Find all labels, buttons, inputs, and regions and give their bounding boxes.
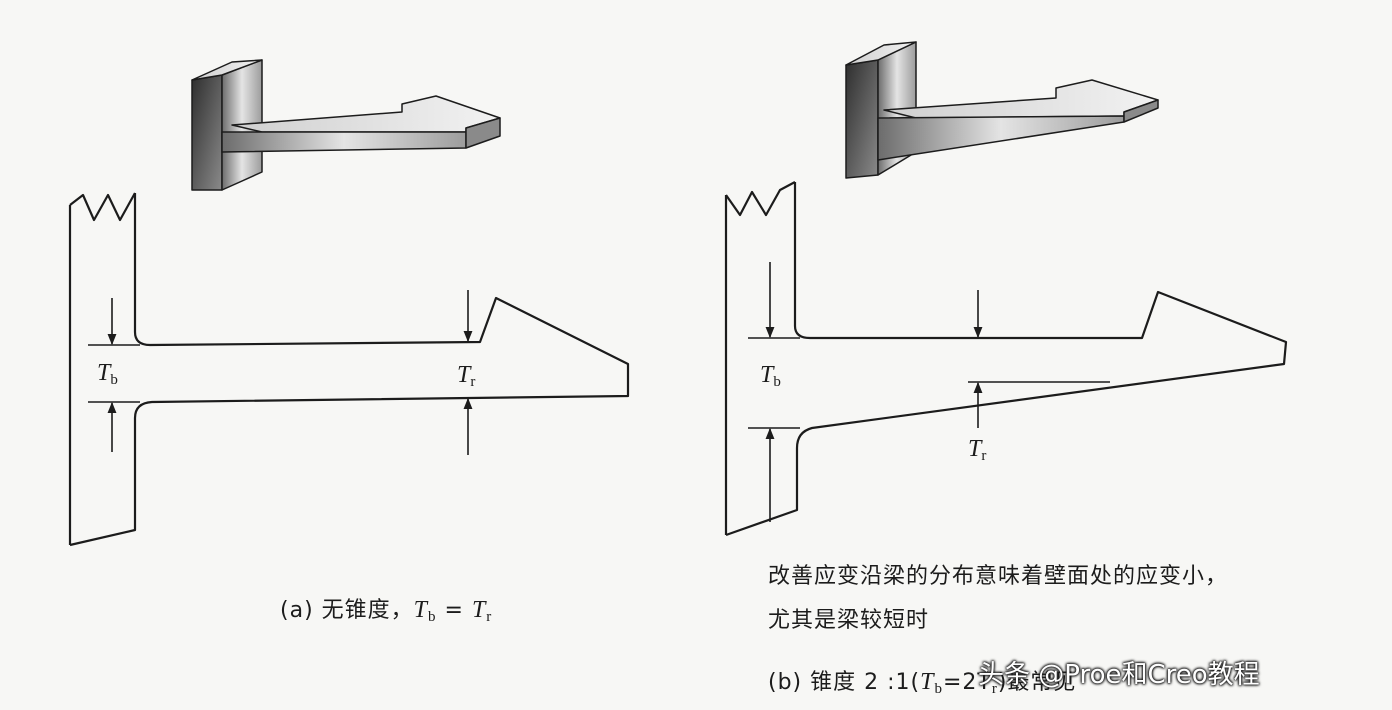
iso-b-hook-face	[1123, 99, 1159, 123]
iso-part-a	[191, 59, 501, 191]
label-a-tr: Tr	[457, 362, 476, 390]
iso-a-hook-face	[465, 117, 501, 149]
iso-a-wall-front	[191, 74, 223, 191]
dims-a	[88, 290, 473, 455]
note-b-line1: 改善应变沿梁的分布意味着壁面处的应变小，	[768, 564, 1229, 589]
note-b-line2: 尤其是梁较短时	[768, 608, 930, 633]
section-a-profile	[69, 193, 630, 547]
label-b-tb: Tb	[760, 362, 781, 390]
label-a-tb: Tb	[97, 360, 118, 388]
section-a-wall-break	[69, 192, 136, 222]
watermark: 头条 @Proe和Creo教程	[978, 660, 1260, 690]
iso-part-b	[845, 41, 1159, 179]
iso-b-wall-top	[845, 41, 917, 66]
caption-a: (a) 无锥度，Tb = Tr	[280, 597, 493, 625]
iso-b-beam-top	[883, 79, 1159, 119]
section-a	[68, 192, 630, 547]
iso-a-beam-top	[231, 95, 501, 133]
section-b-wall-break	[725, 181, 796, 217]
iso-a-beam-face	[221, 131, 467, 153]
caption-b: (b) 锥度 2 :1(Tb=2Tr)最常见	[768, 669, 1077, 697]
iso-b-beam-face	[877, 115, 1125, 161]
iso-b-wall-front	[845, 59, 879, 179]
iso-a-wall-top	[191, 59, 263, 81]
section-b	[724, 181, 1288, 537]
label-b-tr: Tr	[968, 436, 987, 464]
section-b-profile	[725, 182, 1288, 537]
dims-b	[748, 262, 1110, 522]
